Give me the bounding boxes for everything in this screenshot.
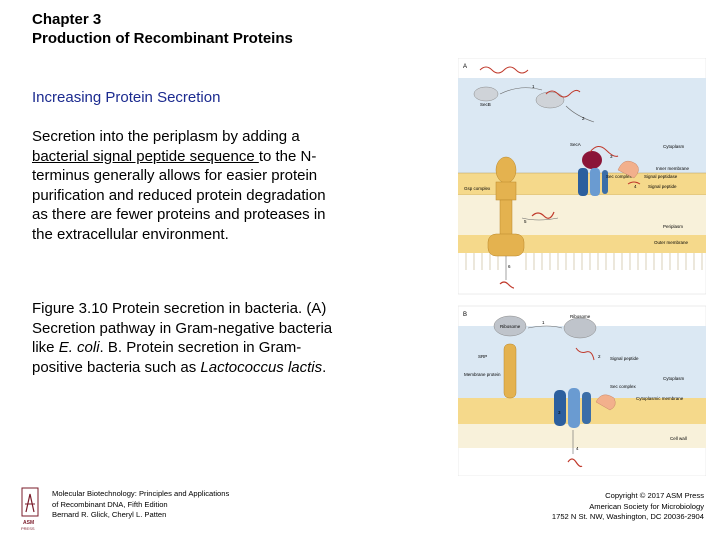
secb-protein <box>473 86 499 102</box>
membrane-protein-label: Membrane protein <box>464 372 501 377</box>
cell-wall-label: Cell wall <box>670 436 687 441</box>
cytoplasm-label-a: Cytoplasm <box>663 144 685 149</box>
sec-b-right <box>582 392 591 424</box>
chapter-title: Production of Recombinant Proteins <box>32 30 293 47</box>
svg-text:2: 2 <box>598 354 601 359</box>
inner-membrane-label: Inner membrane <box>656 166 690 171</box>
svg-text:1: 1 <box>532 84 535 89</box>
sec-b-mid <box>568 388 580 428</box>
svg-text:2: 2 <box>582 116 585 121</box>
svg-text:1: 1 <box>542 320 545 325</box>
secb-complex <box>535 91 565 109</box>
section-subtitle: Increasing Protein Secretion <box>32 89 221 106</box>
signal-peptidase <box>617 160 639 179</box>
asm-press-logo: ASM PRESS <box>21 487 39 531</box>
cytoplasmic-membrane-label: Cytoplasmic membrane <box>636 396 684 401</box>
secb-label: SecB <box>480 102 491 107</box>
svg-text:5: 5 <box>524 219 527 224</box>
gsp-periplasm-domain <box>499 199 513 237</box>
signal-peptide-label-b: Signal peptide <box>610 356 639 361</box>
arrow-step-1 <box>499 87 543 95</box>
periplasm-label: Periplasm <box>663 224 683 229</box>
gsp-cyto-domain <box>495 156 517 184</box>
paragraph-secretion: Secretion into the periplasm by adding a… <box>32 128 326 243</box>
slide-title: Chapter 3 Production of Recombinant Prot… <box>32 10 293 48</box>
sec-complex-label: Sec complex <box>606 174 633 179</box>
panel-a-letter: A <box>463 64 467 70</box>
signal-peptidase-b <box>595 394 616 411</box>
svg-text:4: 4 <box>576 446 579 451</box>
sec-b-left <box>554 390 566 426</box>
protein-secretion-figure: A SecB 1 2 SecA 3 Sec complex Cytoplas <box>458 58 706 476</box>
seca-protein <box>582 151 602 169</box>
figure-caption: Figure 3.10 Protein secretion in bacteri… <box>32 300 333 376</box>
panel-a-cytoplasm-area <box>458 78 706 173</box>
cytoplasm-label-b: Cytoplasm <box>663 376 685 381</box>
panel-b-cell-wall <box>458 424 706 448</box>
panel-b-letter: B <box>463 312 467 318</box>
nascent-peptide <box>479 66 529 74</box>
arrow-step-1b <box>527 325 563 329</box>
srp-label: SRP <box>478 354 487 359</box>
footer-citation: Molecular Biotechnology: Principles and … <box>52 489 230 519</box>
secreted-protein-b <box>567 458 583 468</box>
arrow-step-2 <box>565 105 595 123</box>
panel-a-periplasm <box>458 195 706 235</box>
sec-complex-mid <box>590 168 600 196</box>
chapter-number: Chapter 3 <box>32 11 102 28</box>
ribosome-1-label: Ribosome <box>500 324 521 329</box>
gsp-inner-domain <box>495 181 517 201</box>
svg-text:3: 3 <box>558 410 561 415</box>
signal-peptide-label-a: Signal peptide <box>648 184 677 189</box>
svg-text:ASM: ASM <box>23 520 34 526</box>
gsp-label: Gsp complex <box>464 186 491 191</box>
srp-protein <box>503 343 517 399</box>
ribosome-2 <box>563 317 597 339</box>
ribosome-1 <box>493 315 527 337</box>
panel-a-lps <box>465 253 703 270</box>
svg-text:4: 4 <box>634 184 637 189</box>
periplasmic-protein <box>531 211 555 219</box>
ribosome-2-label: Ribosome <box>570 314 591 319</box>
sec-complex-left <box>578 168 588 196</box>
arrow-step-5 <box>521 217 559 221</box>
seca-label: SecA <box>570 142 581 147</box>
signal-peptidase-label: Signal peptidase <box>644 174 678 179</box>
gsp-outer-domain <box>487 233 525 257</box>
footer-copyright: Copyright © 2017 ASM Press American Soci… <box>551 491 704 521</box>
svg-text:6: 6 <box>508 264 511 269</box>
signal-peptide-link[interactable]: bacterial signal peptide sequence <box>32 147 259 165</box>
sec-complex-b-label: Sec complex <box>610 384 637 389</box>
svg-text:PRESS: PRESS <box>21 526 35 531</box>
sec-complex-right <box>602 170 608 194</box>
svg-text:3: 3 <box>610 154 613 159</box>
secreted-protein-a <box>499 281 515 289</box>
outer-membrane-label: Outer membrane <box>654 240 689 245</box>
